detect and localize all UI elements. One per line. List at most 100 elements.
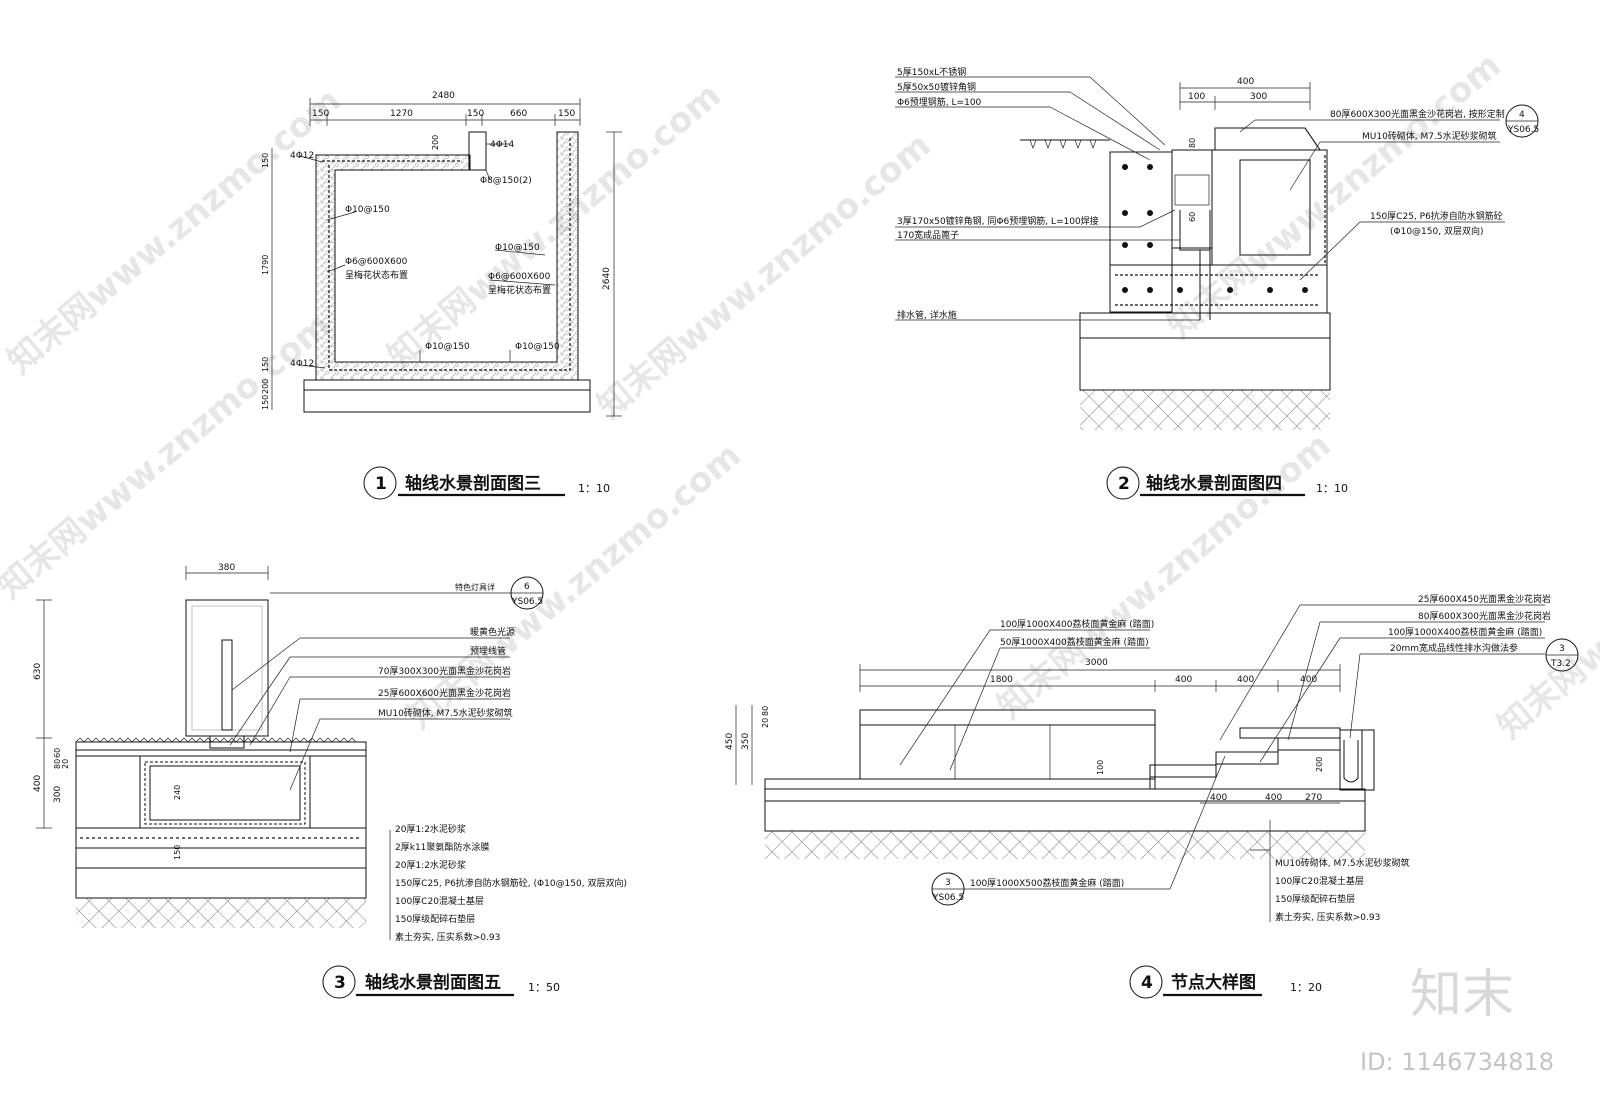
section-drawing-3: 380 630 400 300 60 80 20 240 150 <box>33 563 627 999</box>
drawing-scale: 1：50 <box>528 981 560 994</box>
dim: 60 <box>1188 212 1197 222</box>
dim: 200 <box>1315 757 1324 772</box>
note-label: 80厚600X300光面黑金沙花岗岩, 按形定制 <box>1330 108 1505 120</box>
dim: 150 <box>312 109 329 119</box>
note-label: 80厚600X300光面黑金沙花岗岩 <box>1418 610 1551 622</box>
rebar-label: Φ8@150(2) <box>480 176 532 186</box>
dim-total: 2480 <box>432 91 455 101</box>
dim: 200 <box>431 135 440 150</box>
note-label: MU10砖砌体, M7.5水泥砂浆砌筑 <box>1362 130 1497 142</box>
drawing-title: 轴线水景剖面图四 <box>1146 473 1282 494</box>
note-label: 170宽成品篦子 <box>897 229 959 241</box>
reference-number: 6 <box>524 582 530 592</box>
rebar-label: Φ10@150 <box>425 342 470 352</box>
dim: 270 <box>1305 793 1322 803</box>
dim: 150 <box>173 845 182 860</box>
rebar-label: Φ6@600X600 <box>488 272 551 282</box>
rebar-label: 呈梅花状态布置 <box>488 284 551 296</box>
dim: 350 <box>741 733 751 750</box>
dim: 380 <box>218 563 235 573</box>
drawing-scale: 1：10 <box>1316 482 1348 495</box>
watermark-text: 知末网www.znzmo.com <box>990 425 1339 727</box>
reference-sheet: YS06.5 <box>511 597 543 607</box>
drawing-title: 轴线水景剖面图五 <box>365 972 501 993</box>
section-drawing-1: 2480 150 1270 150 660 150 200 150 1790 1… <box>261 91 622 500</box>
layer-label: 150厚级配碎石垫层 <box>1275 893 1355 905</box>
note-label: 70厚300X300光面黑金沙花岗岩 <box>378 665 511 677</box>
dim: 300 <box>1250 92 1267 102</box>
dim: 20 <box>761 718 770 728</box>
note-label: 特色灯具详 <box>455 582 495 592</box>
reference-sheet: YS06.5 <box>1507 125 1539 135</box>
note-label: 20mm宽成品线性排水沟做法参 <box>1390 642 1518 654</box>
dim: 20 <box>61 759 70 769</box>
rebar-label: 4Φ12 <box>290 359 314 369</box>
layer-label: 150厚C25, P6抗渗自防水钢筋砼, (Φ10@150, 双层双向) <box>395 877 627 889</box>
note-label: 5厚50x50镀锌角钢 <box>897 81 976 93</box>
note-label: 100厚1000X400荔枝面黄金麻 (踏面) <box>1388 626 1542 638</box>
layer-label: 100厚C20混凝土基层 <box>1275 875 1364 887</box>
layer-label: 20厚1:2水泥砂浆 <box>395 859 466 871</box>
rebar-label: Φ10@150 <box>515 342 560 352</box>
dim: 400 <box>1265 793 1282 803</box>
dim: 1800 <box>990 675 1013 685</box>
watermark-id: ID: 1146734818 <box>1360 1048 1554 1076</box>
dim: 100 <box>1096 760 1105 775</box>
dim: 660 <box>510 109 527 119</box>
drawing-scale: 1：20 <box>1290 981 1322 994</box>
rebar-label: 呈梅花状态布置 <box>345 269 408 281</box>
note-label: 预埋线管 <box>470 645 506 657</box>
drawing-number: 1 <box>375 474 387 494</box>
rebar-label: Φ10@150 <box>495 243 540 253</box>
dim: 60 <box>53 748 62 758</box>
dim: 630 <box>33 663 43 680</box>
dim: 100 <box>1188 92 1205 102</box>
dim: 150 <box>261 357 270 372</box>
dim: 400 <box>1237 675 1254 685</box>
note-label: 3厚170x50镀锌角钢, 同Φ6预埋钢筋, L=100焊接 <box>897 215 1099 227</box>
note-label: MU10砖砌体, M7.5水泥砂浆砌筑 <box>378 707 513 719</box>
dim: 80 <box>53 759 62 769</box>
dim: 400 <box>1175 675 1192 685</box>
drawing-scale: 1：10 <box>578 482 610 495</box>
drawing-number-circle <box>1106 466 1140 500</box>
dim: 400 <box>33 775 43 792</box>
note-label: 50厚1000X400荔枝面黄金麻 (踏面) <box>1000 636 1149 648</box>
watermarks: 知末网www.znzmo.com 知末网www.znzmo.com 知末网www… <box>0 45 1600 747</box>
note-label: 100厚1000X500荔枝面黄金麻 (踏面) <box>970 877 1124 889</box>
layer-label: 素土夯实, 压实系数>0.93 <box>1275 911 1380 923</box>
dim: 400 <box>1210 793 1227 803</box>
drawing-number-circle <box>1129 965 1163 999</box>
layer-label: 素土夯实, 压实系数>0.93 <box>395 931 500 943</box>
reference-sheet: YS06.5 <box>932 893 964 903</box>
dim: 150 <box>261 395 270 410</box>
rebar-label: 4Φ14 <box>490 140 515 150</box>
dim: 3000 <box>1085 658 1108 668</box>
note-label: 25厚600X600光面黑金沙花岗岩 <box>378 687 511 699</box>
layer-label: 150厚级配碎石垫层 <box>395 913 475 925</box>
layer-label: 20厚1:2水泥砂浆 <box>395 823 466 835</box>
rebar-label: Φ10@150 <box>345 205 390 215</box>
reference-number: 3 <box>945 878 951 888</box>
feature-lamp <box>185 599 269 737</box>
drawing-number: 3 <box>334 973 346 993</box>
section-drawing-2: 400 100 300 80 60 <box>895 66 1539 500</box>
rebar-label: 4Φ12 <box>290 151 314 161</box>
dim: 400 <box>1300 675 1317 685</box>
drawing-number: 2 <box>1118 474 1130 494</box>
dim: 1270 <box>390 109 413 119</box>
reference-number: 3 <box>1559 644 1565 654</box>
dim: 200 <box>261 379 270 394</box>
dim: 80 <box>1188 138 1197 148</box>
watermark-logo: 知末 <box>1410 965 1514 1025</box>
drawing-number: 4 <box>1141 973 1153 993</box>
note-label: (Φ10@150, 双层双向) <box>1390 225 1483 237</box>
dim: 80 <box>761 706 770 716</box>
section-drawing-4: 3000 1800 400 400 400 450 350 20 80 100 … <box>725 593 1579 999</box>
reference-number: 4 <box>1519 110 1525 120</box>
layer-label: 100厚C20混凝土基层 <box>395 895 484 907</box>
layer-label: MU10砖砌体, M7.5水泥砂浆砌筑 <box>1275 857 1410 869</box>
drawing-title: 轴线水景剖面图三 <box>405 473 541 494</box>
note-label: 150厚C25, P6抗渗自防水钢筋砼 <box>1370 210 1503 222</box>
